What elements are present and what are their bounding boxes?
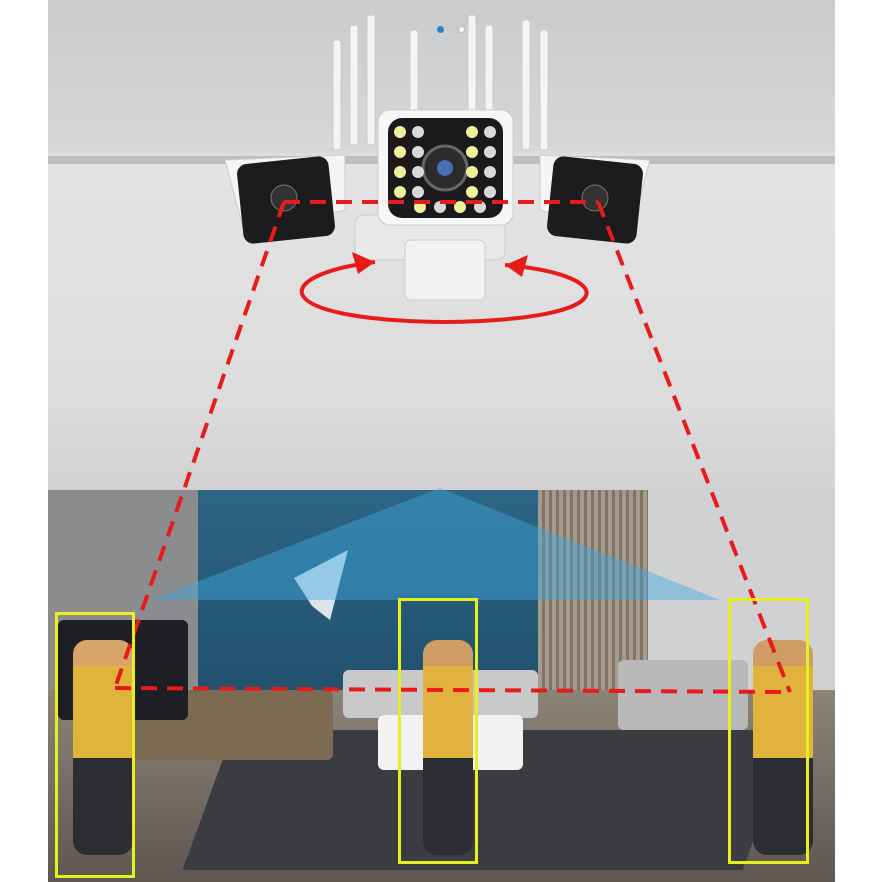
led xyxy=(412,186,424,198)
led xyxy=(484,166,496,178)
camera-left xyxy=(224,154,346,244)
led xyxy=(466,166,478,178)
detection-box xyxy=(55,612,135,878)
light-cone xyxy=(150,488,720,600)
child-figure xyxy=(73,640,133,855)
led xyxy=(484,126,496,138)
led xyxy=(394,146,406,158)
led xyxy=(466,146,478,158)
led xyxy=(412,146,424,158)
led xyxy=(454,201,466,213)
rotation-arrow xyxy=(299,252,589,325)
detection-box xyxy=(728,598,809,864)
led xyxy=(394,166,406,178)
led xyxy=(412,126,424,138)
living-room xyxy=(48,490,835,882)
led xyxy=(484,186,496,198)
led xyxy=(394,186,406,198)
child-figure xyxy=(423,640,473,855)
tracking-lines xyxy=(113,200,792,694)
carousel-dot-active[interactable] xyxy=(437,26,444,33)
led xyxy=(466,126,478,138)
led xyxy=(412,166,424,178)
carousel-dot[interactable] xyxy=(458,26,465,33)
detection-box xyxy=(398,598,478,864)
led xyxy=(466,186,478,198)
antennas xyxy=(332,14,549,151)
camera-mount xyxy=(354,214,506,301)
armchair xyxy=(618,660,748,730)
led xyxy=(394,126,406,138)
camera-right xyxy=(539,154,651,244)
led xyxy=(484,146,496,158)
